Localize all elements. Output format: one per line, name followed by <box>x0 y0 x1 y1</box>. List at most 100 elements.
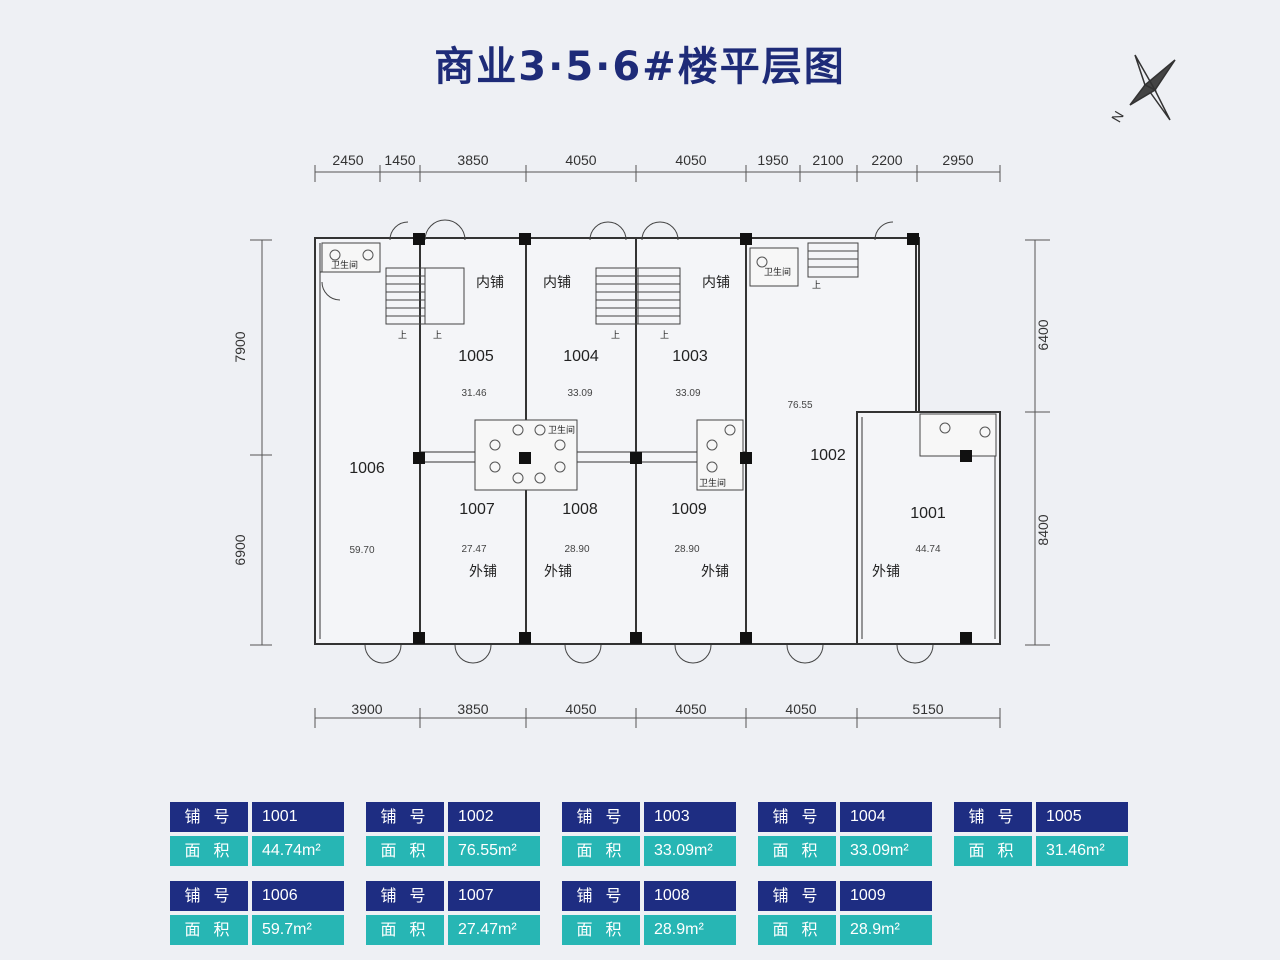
room-1005-type: 内铺 <box>476 275 504 291</box>
dim-bottom-2: 3850 <box>457 701 488 717</box>
room-1003-number: 1003 <box>672 348 708 365</box>
legend-area-1002: 76.55m² <box>448 836 540 866</box>
room-1006-area: 59.70 <box>349 545 374 556</box>
legend-area-label: 面 积 <box>366 836 444 866</box>
toilet-label-1: 卫生间 <box>331 259 358 271</box>
toilet-label-3: 卫生间 <box>699 477 726 489</box>
legend-area-1003: 33.09m² <box>644 836 736 866</box>
dim-top-7: 2100 <box>812 152 843 168</box>
bottom-dimensions: 3900 3850 4050 4050 4050 5150 <box>351 701 943 717</box>
room-1004-type: 内铺 <box>543 275 571 291</box>
legend-area-1007: 27.47m² <box>448 915 540 945</box>
legend-area-1005: 31.46m² <box>1036 836 1128 866</box>
north-compass-icon: N <box>1108 54 1176 125</box>
fixtures <box>329 249 991 484</box>
legend-shop-1007: 1007 <box>448 881 540 911</box>
room-1008-area: 28.90 <box>564 544 589 555</box>
room-1001-type: 外铺 <box>872 564 900 580</box>
room-1009-area: 28.90 <box>674 544 699 555</box>
columns <box>413 233 972 644</box>
legend-shop-1006: 1006 <box>252 881 344 911</box>
legend-area-label: 面 积 <box>758 836 836 866</box>
legend-shop-label: 铺 号 <box>170 802 248 832</box>
dim-right-1: 6400 <box>1035 319 1051 350</box>
legend-area-label: 面 积 <box>366 915 444 945</box>
dim-bottom-6: 5150 <box>912 701 943 717</box>
room-1007-number: 1007 <box>459 501 495 518</box>
legend-area-label: 面 积 <box>170 915 248 945</box>
stair-up-label-1: 上 <box>398 330 407 341</box>
dim-top-6: 1950 <box>757 152 788 168</box>
room-1003-area: 33.09 <box>675 388 700 399</box>
legend-area-label: 面 积 <box>562 915 640 945</box>
stairs <box>385 242 859 325</box>
legend-shop-label: 铺 号 <box>562 881 640 911</box>
dim-bottom-3: 4050 <box>565 701 596 717</box>
room-1005-area: 31.46 <box>461 388 486 399</box>
dim-top-2: 1450 <box>384 152 415 168</box>
dim-top-5: 4050 <box>675 152 706 168</box>
stair-up-label-2: 上 <box>433 330 442 341</box>
dim-left-1: 7900 <box>232 331 248 362</box>
legend-shop-1004: 1004 <box>840 802 932 832</box>
room-1005-number: 1005 <box>458 348 494 365</box>
page-title: 商业3·5·6#楼平层图 <box>434 44 846 90</box>
dim-top-9: 2950 <box>942 152 973 168</box>
legend-shop-label: 铺 号 <box>170 881 248 911</box>
dim-bottom-1: 3900 <box>351 701 382 717</box>
legend-area-label: 面 积 <box>758 915 836 945</box>
toilet-label-4: 卫生间 <box>764 266 791 278</box>
legend-shop-1009: 1009 <box>840 881 932 911</box>
room-1009-number: 1009 <box>671 501 707 518</box>
room-1009-type: 外铺 <box>701 564 729 580</box>
legend-shop-1008: 1008 <box>644 881 736 911</box>
stair-up-label-4: 上 <box>660 330 669 341</box>
stair-up-label-3: 上 <box>611 330 620 341</box>
room-1006-number: 1006 <box>349 460 385 477</box>
side-dimensions: 7900 6900 6400 8400 <box>232 319 1051 565</box>
walls <box>314 237 1001 645</box>
room-1004-area: 33.09 <box>567 388 592 399</box>
legend-shop-1001: 1001 <box>252 802 344 832</box>
legend-shop-label: 铺 号 <box>758 881 836 911</box>
legend-shop-1005: 1005 <box>1036 802 1128 832</box>
room-1001-number: 1001 <box>910 505 946 522</box>
dim-top-1: 2450 <box>332 152 363 168</box>
room-1003-type: 内铺 <box>702 275 730 291</box>
toilet-label-2: 卫生间 <box>548 424 575 436</box>
legend-shop-label: 铺 号 <box>758 802 836 832</box>
room-1008-number: 1008 <box>562 501 598 518</box>
room-1004-number: 1004 <box>563 348 599 365</box>
legend-area-label: 面 积 <box>170 836 248 866</box>
room-1002-number: 1002 <box>810 447 846 464</box>
legend-shop-label: 铺 号 <box>954 802 1032 832</box>
room-1008-type: 外铺 <box>544 564 572 580</box>
dimension-lines <box>250 165 1050 728</box>
legend-area-1009: 28.9m² <box>840 915 932 945</box>
legend-area-1001: 44.74m² <box>252 836 344 866</box>
dim-bottom-4: 4050 <box>675 701 706 717</box>
dim-right-2: 8400 <box>1035 514 1051 545</box>
legend-shop-label: 铺 号 <box>366 881 444 911</box>
doors <box>321 219 934 664</box>
dim-top-3: 3850 <box>457 152 488 168</box>
legend-area-1006: 59.7m² <box>252 915 344 945</box>
room-labels: 1005 31.46 内铺 1004 33.09 内铺 1003 33.09 内… <box>331 259 946 580</box>
room-1007-area: 27.47 <box>461 544 486 555</box>
room-1001-area: 44.74 <box>915 544 940 555</box>
legend-shop-label: 铺 号 <box>366 802 444 832</box>
legend-area-1008: 28.9m² <box>644 915 736 945</box>
legend-shop-label: 铺 号 <box>562 802 640 832</box>
legend-area-label: 面 积 <box>954 836 1032 866</box>
room-1002-area: 76.55 <box>787 400 812 411</box>
dim-left-2: 6900 <box>232 534 248 565</box>
dim-top-4: 4050 <box>565 152 596 168</box>
legend-shop-1003: 1003 <box>644 802 736 832</box>
dim-top-8: 2200 <box>871 152 902 168</box>
legend-shop-1002: 1002 <box>448 802 540 832</box>
dim-bottom-5: 4050 <box>785 701 816 717</box>
legend-area-1004: 33.09m² <box>840 836 932 866</box>
top-dimensions: 2450 1450 3850 4050 4050 1950 2100 2200 … <box>332 152 973 168</box>
stair-up-label-5: 上 <box>812 280 821 291</box>
